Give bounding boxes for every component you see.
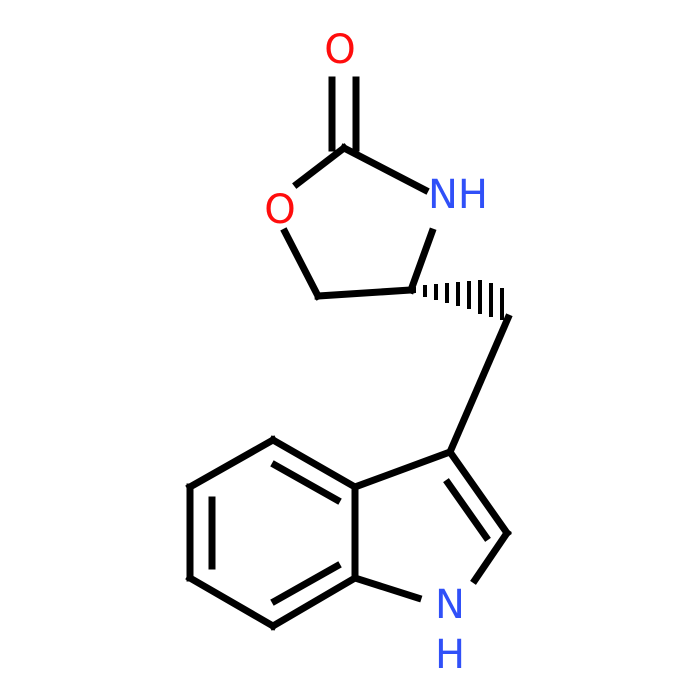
c7-c7a-bond <box>268 573 360 631</box>
c2-n1-bond <box>470 528 512 585</box>
n1-c7a-bond <box>350 573 423 603</box>
indole-h-label: H <box>435 632 465 678</box>
c3a-c4-bond <box>268 435 360 492</box>
c4-c3a-inner-bond <box>270 460 342 505</box>
hashed-wedge-bond <box>412 280 504 320</box>
c2-o1-bond <box>292 143 349 189</box>
indole-n-label: N <box>435 582 465 628</box>
c3-c2-inner-bond <box>443 478 491 542</box>
ch2-c3-bond <box>445 313 513 457</box>
carbonyl-oxygen-label: O <box>324 27 355 73</box>
c5-c4-bond <box>314 286 415 300</box>
c6-c7-bond <box>185 573 278 631</box>
c3-c2-bond <box>445 447 512 538</box>
oxazolidinone-ring <box>280 76 437 301</box>
benzene-ring <box>185 435 360 631</box>
pyrrole-ring <box>350 447 512 603</box>
c4-c5-bond <box>185 435 278 492</box>
c7-c7a-inner-bond <box>270 561 342 606</box>
o1-c5-bond <box>280 227 323 301</box>
amide-nh-label: NH <box>428 172 488 218</box>
c2-n3-bond <box>339 143 430 195</box>
c3-c3a-bond <box>350 447 455 492</box>
ring-oxygen-label: O <box>264 187 295 233</box>
n3-c4-bond <box>406 227 437 295</box>
